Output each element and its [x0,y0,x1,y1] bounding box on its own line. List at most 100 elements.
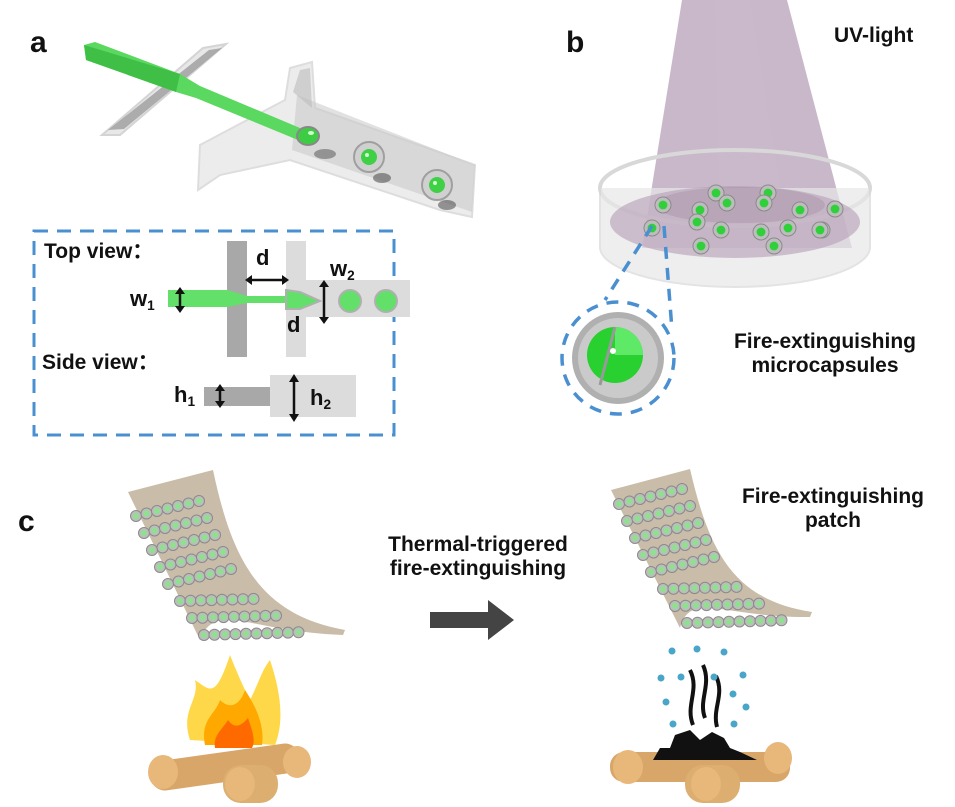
patch-microcapsule [657,583,669,595]
extinguishing-droplet [730,720,738,728]
patch-microcapsule [261,627,273,640]
patch-microcapsule [665,485,678,498]
patch-microcapsule [754,614,767,627]
patch-microcapsule [183,573,195,585]
dim-w1-sub: 1 [147,298,155,314]
patch-microcapsule [162,578,174,590]
patch-microcapsule [690,599,702,612]
patch-label-line1: Fire-extinguishing [741,485,924,508]
dish-microcapsule [779,219,797,237]
extinguishing-droplet [739,671,747,679]
patch-microcapsule [196,611,209,624]
green-stream [84,42,336,159]
extinguishing-droplet [668,647,676,655]
patch-microcapsule [744,615,756,628]
inner-crossbar [99,42,230,136]
top-view-label: Top view： [44,240,154,263]
dish-microcapsule [755,194,773,212]
patch-microcapsule [198,531,211,544]
schematic-dashed-box [32,229,396,437]
patch-microcapsule [645,566,657,578]
patch-microcapsule [249,610,261,623]
process-arrow [430,600,514,640]
patch-microcapsule [204,568,216,580]
patch-microcapsule [642,510,654,522]
patch-microcapsule [663,505,675,517]
patch-microcapsule [720,581,732,594]
patch-microcapsule [148,524,161,537]
patch-microcapsule [708,551,720,563]
patch-microcapsule [678,582,690,595]
patch-microcapsule [271,626,284,639]
arrow-label: Thermal-triggered fire-extinguishing [368,533,588,580]
patch-microcapsule [699,581,711,594]
patch-microcapsule [190,514,203,527]
patch-microcapsule [676,483,688,495]
microcapsules-label: Fire-extinguishing microcapsules [700,330,950,377]
patch-microcapsule [206,548,219,561]
patch-microcapsule [175,556,187,568]
patch-microcapsule [172,500,184,512]
patch-microcapsule [691,616,704,629]
extinguishing-droplet [693,645,701,653]
patch-microcapsule [182,497,195,510]
patch-microcapsule [723,615,735,628]
patch-microcapsule [634,493,646,505]
patch-microcapsule [733,615,746,628]
zoom-indicator-lines [560,225,676,416]
extinguishing-droplet [669,720,677,728]
patch-microcapsule [214,565,227,578]
dish-microcapsule [707,184,725,202]
patch-microcapsule [652,507,665,520]
patch-microcapsule [185,553,198,566]
microcapsules-label-line1: Fire-extinguishing [733,330,916,353]
patch-microcapsule [154,561,166,573]
arrow-label-line1: Thermal-triggered [388,533,568,556]
patch-microcapsule [671,522,683,534]
extinguishing-droplets [657,645,750,728]
patch-microcapsule [613,498,625,510]
dish-microcapsule [765,237,783,255]
patch-microcapsule [217,611,230,624]
patch-microcapsule [229,628,242,641]
patch-microcapsule [209,529,221,541]
patch-microcapsule [188,534,200,546]
dish-microcapsule [692,237,710,255]
patch-microcapsule [709,581,722,594]
dimension-arrows [175,275,329,324]
patch-microcapsule [167,539,179,551]
dim-h2: h2 [310,385,331,412]
patch-microcapsule [765,614,777,627]
patch-microcapsule [753,597,765,610]
dim-w1-main: w [130,286,148,311]
patch-microcapsule [174,595,186,607]
patch-microcapsule [721,598,734,611]
patch-microcapsule [631,512,644,525]
patch-microcapsule [177,536,190,549]
patch-microcapsule [237,593,249,606]
droplet-2 [421,169,456,210]
patch-microcapsule [623,495,636,508]
extinguishing-droplet [657,674,665,682]
patch-microcapsule [156,541,169,554]
arrow-label-line2: fire-extinguishing [389,556,567,580]
patch-microcapsule [164,558,177,571]
dim-w1: w1 [130,286,155,313]
patch-microcapsule [688,582,701,595]
patch-microcapsule [193,570,206,583]
patch-microcapsule [700,599,713,612]
patch-microcapsule [146,544,158,556]
patch-microcapsule [687,556,699,568]
patch-microcapsule [666,561,678,573]
patch-microcapsule [681,519,694,532]
patch-microcapsule [658,544,670,556]
patch-microcapsule [130,510,142,522]
patch-microcapsule [228,610,240,623]
microcapsules-label-line2: microcapsules [751,353,899,377]
patch-microcapsule [667,582,680,595]
patch-microcapsule [201,512,213,524]
patch-microcapsule [247,592,260,605]
patch-microcapsule [644,490,657,503]
patch-microcapsule [240,627,252,640]
patch-microcapsule [679,539,691,551]
